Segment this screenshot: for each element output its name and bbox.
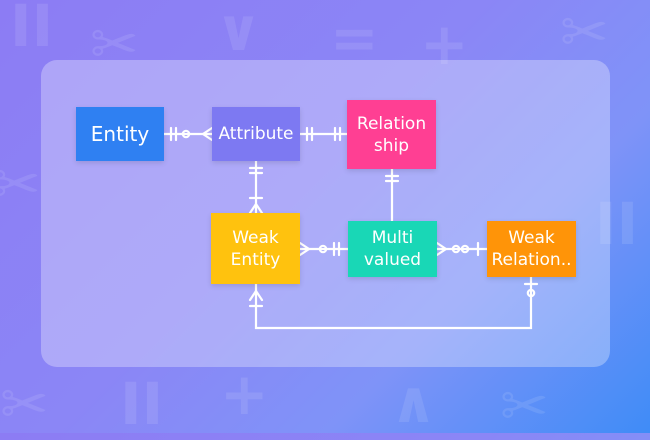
edge-entity-attribute[interactable] [162,126,214,142]
node-weak-relationship[interactable]: Weak Relation.. [487,221,576,277]
node-weak-relationship-label: Weak Relation.. [491,228,572,270]
node-entity[interactable]: Entity [76,107,164,161]
node-entity-label: Entity [90,122,150,146]
node-multivalued-label: Multi valued [363,228,422,270]
edge-multivalued-weak-entity[interactable] [298,241,350,257]
edge-weak-entity-weak-relationship[interactable] [248,275,539,330]
node-weak-entity[interactable]: Weak Entity [211,213,300,284]
edge-attribute-relationship[interactable] [298,126,349,142]
node-weak-entity-label: Weak Entity [230,227,281,270]
node-relationship[interactable]: Relation ship [347,100,436,169]
node-attribute-label: Attribute [218,124,294,144]
node-multivalued[interactable]: Multi valued [348,221,437,277]
edge-multivalued-relationship[interactable] [384,167,400,223]
node-relationship-label: Relation ship [356,113,427,156]
node-attribute[interactable]: Attribute [212,107,300,161]
edge-multivalued-weak-relationship[interactable] [435,241,489,257]
edge-attribute-weak-entity[interactable] [248,159,264,215]
